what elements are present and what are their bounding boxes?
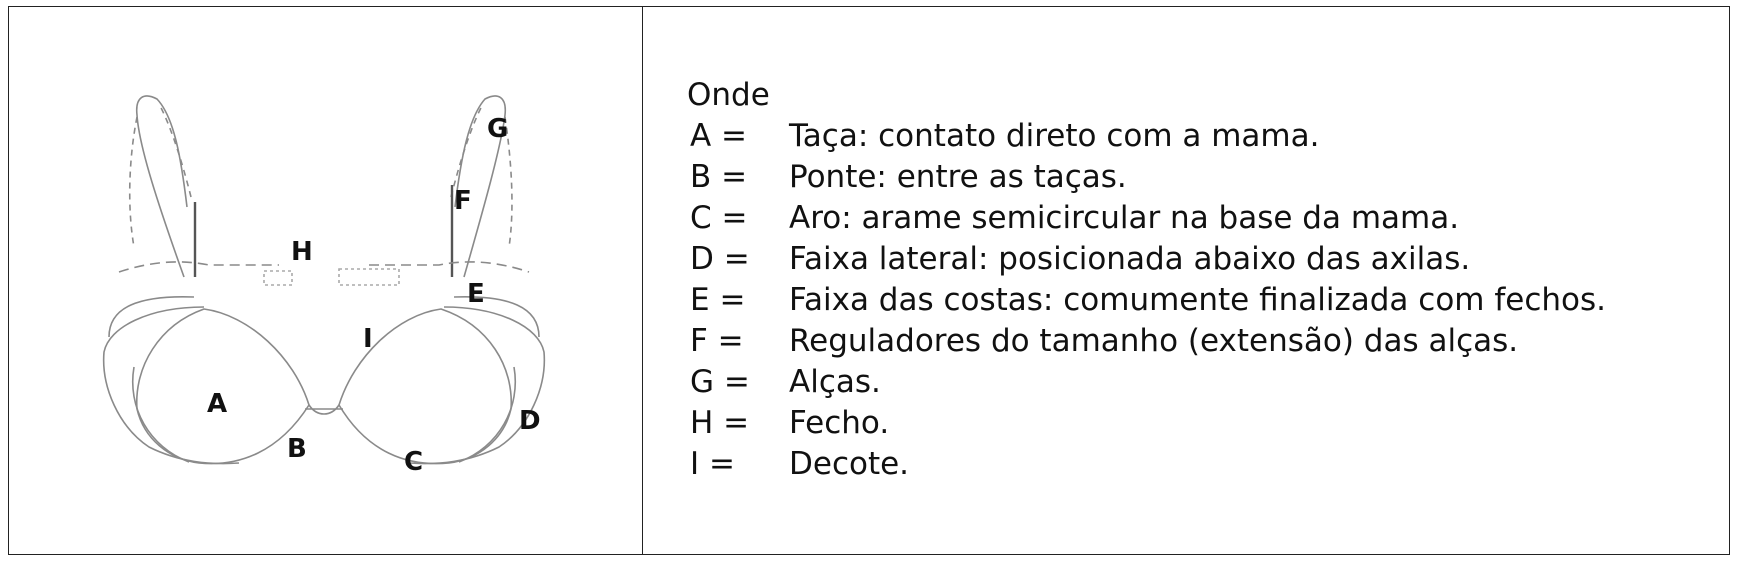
legend-description: Aro: arame semicircular na base da mama. — [789, 200, 1460, 236]
label-i: I — [363, 324, 373, 354]
legend-list: A = Taça: contato direto com a mama. B = Po… — [687, 116, 1606, 485]
legend-key: E = — [690, 282, 746, 318]
legend-key: H = — [690, 405, 750, 441]
label-e: E — [467, 279, 485, 309]
bra-diagram: A B C D E F G H I — [102, 95, 546, 477]
legend-item: B = Ponte: entre as taças. — [687, 157, 1606, 198]
legend-key: A = — [690, 118, 748, 154]
legend-description: Fecho. — [789, 405, 890, 441]
legend-description: Alças. — [789, 364, 881, 400]
legend-key: F = — [690, 323, 744, 359]
legend-key: G = — [690, 364, 750, 400]
legend-key: I = — [690, 446, 735, 482]
legend-item: F = Reguladores do tamanho (extensão) das… — [687, 321, 1606, 362]
right-strap — [454, 95, 507, 278]
legend-item: G = Alças. — [687, 362, 1606, 403]
diagram-table: A B C D E F G H I Onde A = Taça: contato … — [8, 6, 1730, 555]
legend-description: Faixa das costas: comumente finalizada c… — [789, 282, 1606, 318]
label-c: C — [404, 447, 423, 477]
legend-description: Faixa lateral: posicionada abaixo das ax… — [789, 241, 1471, 277]
label-g: G — [487, 114, 508, 144]
diagram-cell: A B C D E F G H I — [9, 7, 643, 554]
legend-description: Taça: contato direto com a mama. — [789, 118, 1320, 154]
legend-key: D = — [690, 241, 750, 277]
left-side-band — [102, 306, 240, 465]
label-b: B — [287, 434, 307, 464]
right-side-band — [408, 306, 546, 465]
label-d: D — [519, 406, 541, 436]
label-f: F — [454, 186, 472, 216]
legend-item: H = Fecho. — [687, 403, 1606, 444]
legend-key: B = — [690, 159, 748, 195]
legend-description: Decote. — [789, 446, 910, 482]
legend-item: D = Faixa lateral: posicionada abaixo das… — [687, 239, 1606, 280]
right-cup — [338, 308, 512, 465]
label-h: H — [291, 237, 313, 267]
legend-cell: Onde A = Taça: contato direto com a mama.… — [643, 7, 1729, 554]
legend-item: E = Faixa das costas: comumente finalizad… — [687, 280, 1606, 321]
legend-description: Reguladores do tamanho (extensão) das al… — [789, 323, 1519, 359]
legend: Onde A = Taça: contato direto com a mama.… — [687, 75, 1606, 485]
legend-item: C = Aro: arame semicircular na base da ma… — [687, 198, 1606, 239]
left-strap — [135, 95, 188, 278]
legend-description: Ponte: entre as taças. — [789, 159, 1127, 195]
legend-key: C = — [690, 200, 748, 236]
bridge — [305, 404, 343, 415]
left-cup — [136, 308, 310, 465]
label-a: A — [207, 389, 227, 419]
legend-item: I = Decote. — [687, 444, 1606, 485]
legend-item: A = Taça: contato direto com a mama. — [687, 116, 1606, 157]
legend-heading: Onde — [687, 77, 770, 113]
